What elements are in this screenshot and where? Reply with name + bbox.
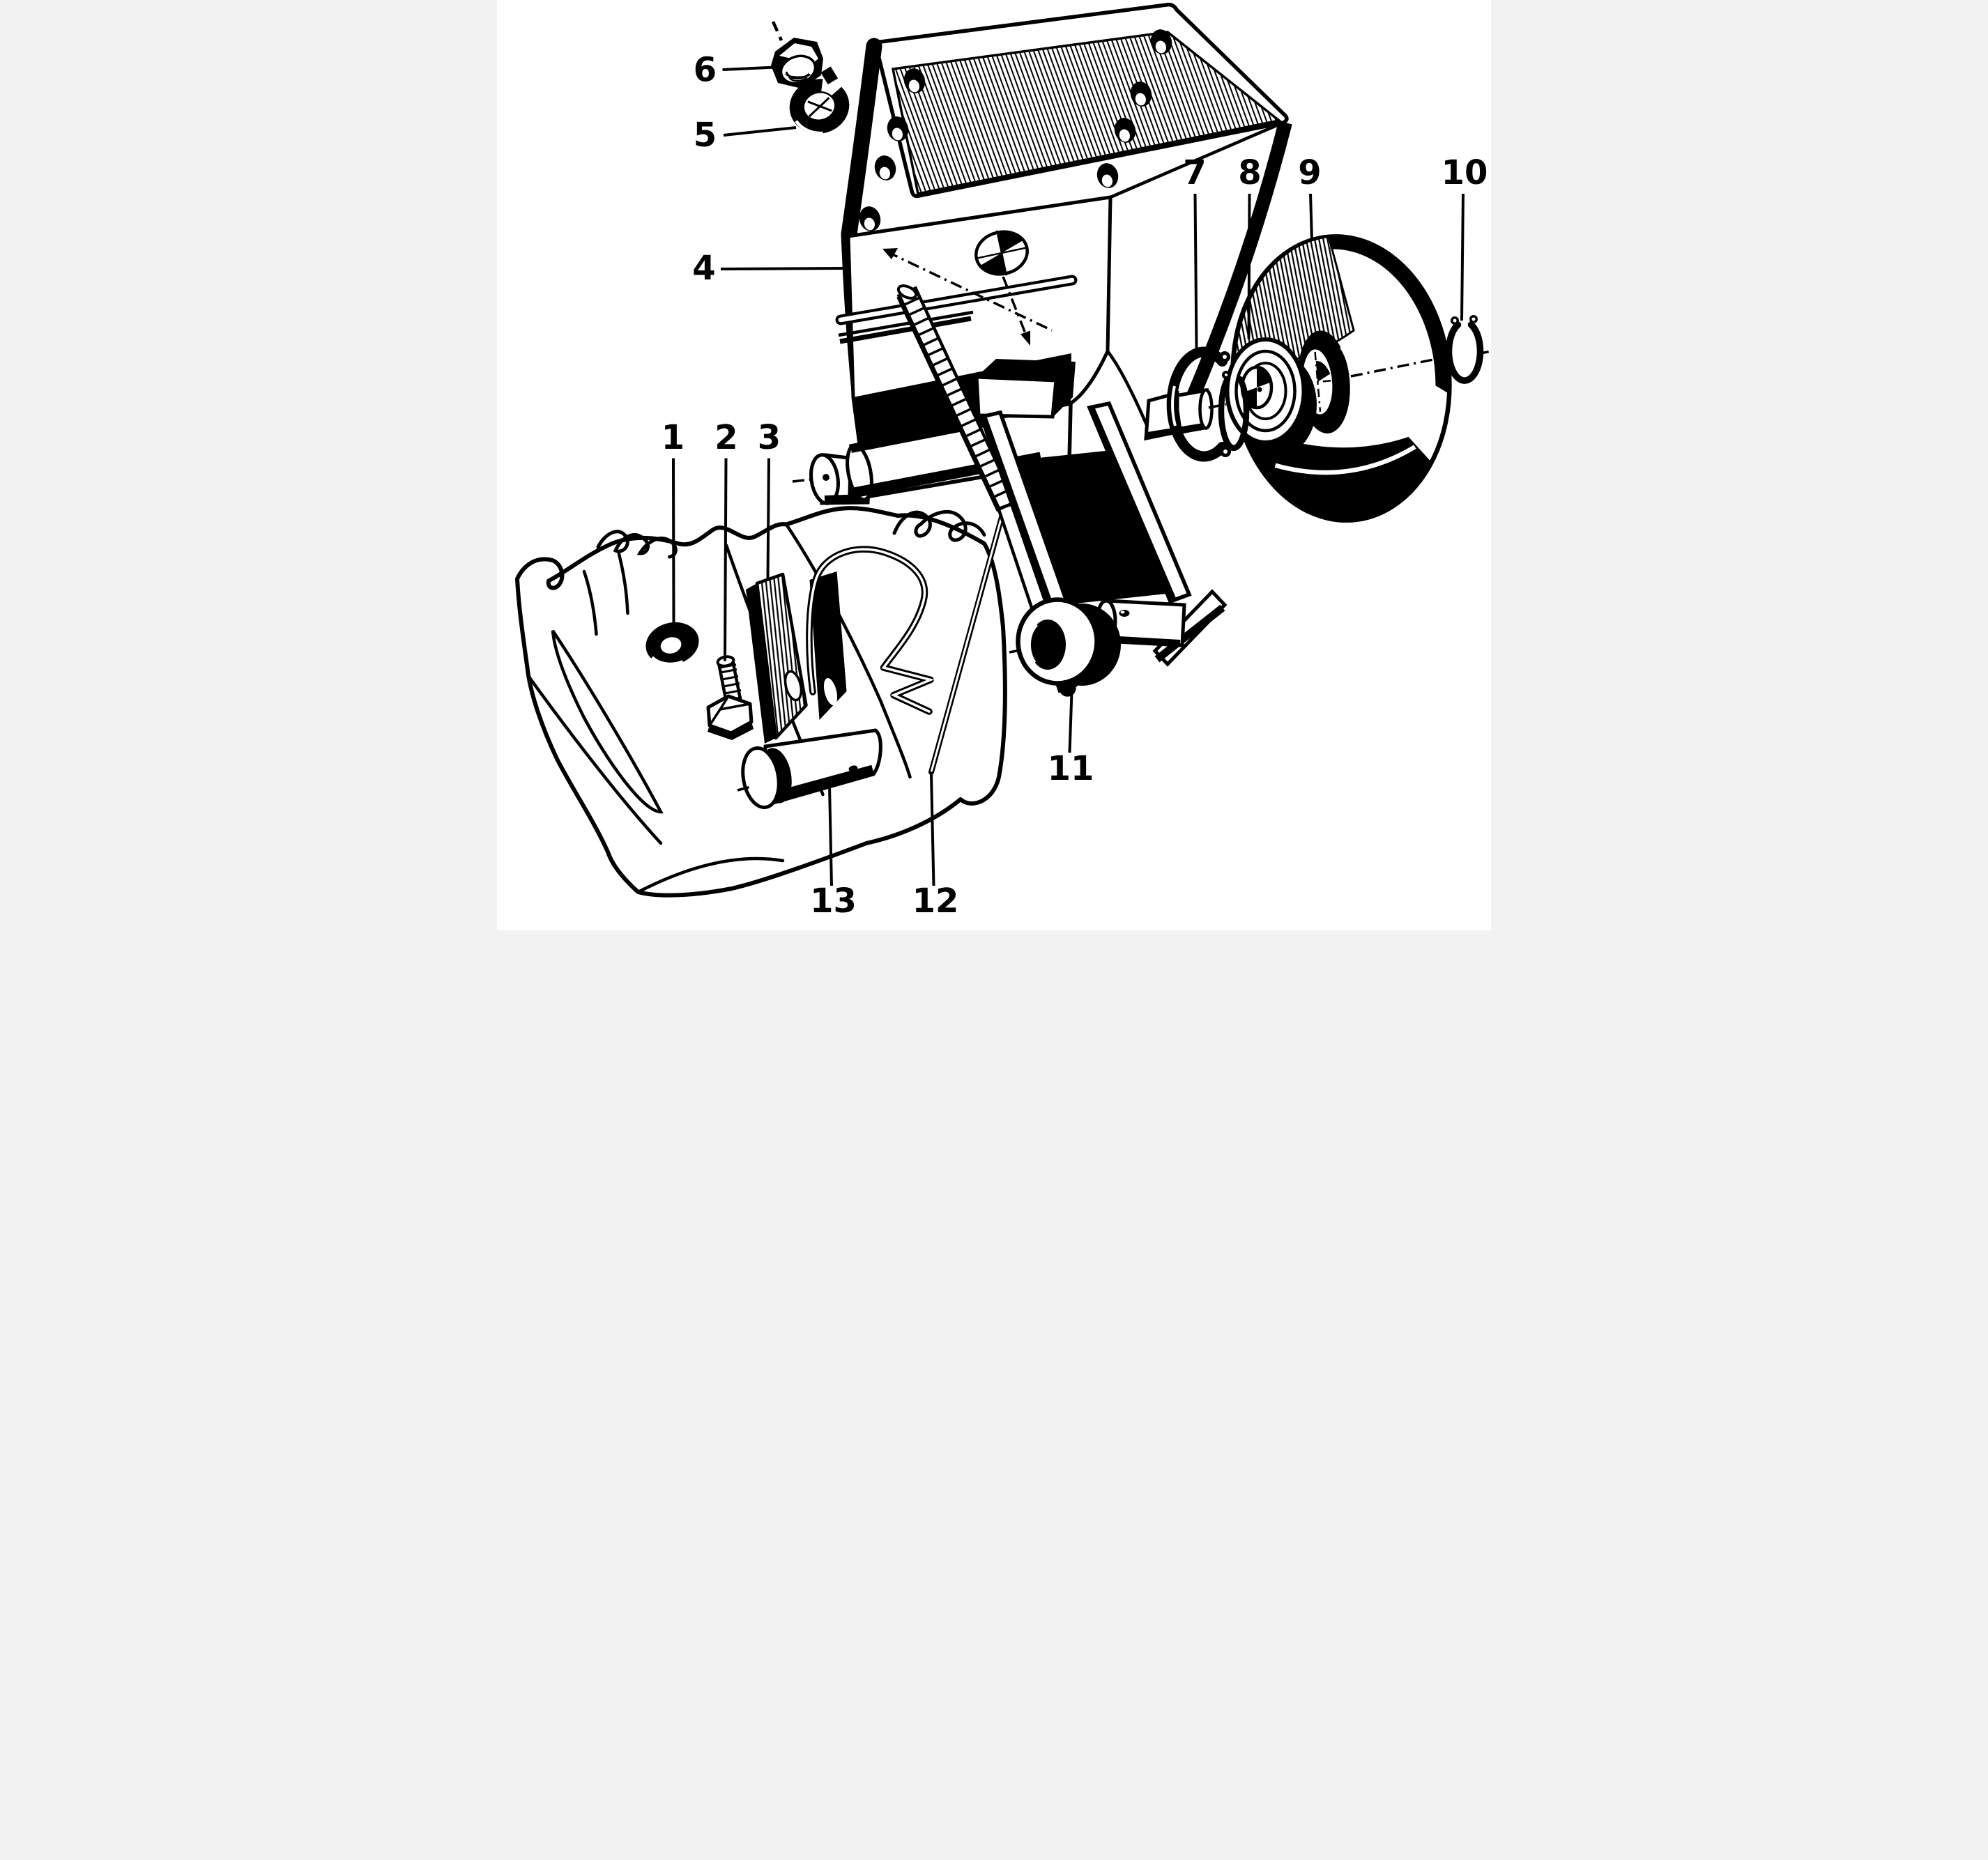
shim-front-side xyxy=(746,583,776,744)
callout-number-snap-ring: 10 xyxy=(1442,153,1488,192)
r-clip xyxy=(806,546,935,715)
drawstring-squiggle-left xyxy=(596,530,678,559)
callout-leader-bushing xyxy=(1068,682,1073,753)
axis-centerline xyxy=(1208,357,1441,409)
callout-number-bushing: 11 xyxy=(1048,749,1094,788)
bag-fold-line xyxy=(784,523,912,779)
clevis-pin-part-13 xyxy=(737,728,882,810)
retaining-ring-part-8 xyxy=(1218,371,1250,452)
callout-leader-retaining-ring xyxy=(1247,193,1251,339)
lever-bar-right xyxy=(1087,401,1192,604)
callout-leader-mounting-bracket xyxy=(720,267,845,270)
callout-number-booster-shell: 9 xyxy=(1298,153,1321,192)
callout-leader-hex-bolt xyxy=(724,458,728,661)
bracket-top-plate xyxy=(859,2,1289,231)
callout-number-clevis-pin: 13 xyxy=(810,882,857,921)
flat-washer-part-1 xyxy=(645,622,699,667)
circlip-part-7 xyxy=(1166,346,1231,462)
bushing-part-11 xyxy=(1009,597,1121,686)
callout-number-flat-washer: 1 xyxy=(662,418,685,457)
booster-rim-crescent xyxy=(1329,236,1450,394)
callout-leader-hex-nut xyxy=(722,66,776,71)
snap-ring-part-10 xyxy=(1437,315,1491,384)
callout-leader-lock-washer xyxy=(723,126,797,137)
callout-number-circlip: 7 xyxy=(1183,153,1206,192)
callout-number-hex-bolt: 2 xyxy=(714,418,737,457)
callout-number-hex-nut: 6 xyxy=(694,51,717,90)
callout-leader-circlip xyxy=(1193,193,1198,350)
callout-leader-shim-plates xyxy=(766,458,770,580)
drawstring-squiggle-right xyxy=(892,510,986,542)
lock-washer-part-5 xyxy=(789,66,850,135)
centerline-arrowhead xyxy=(882,248,898,259)
callout-leader-push-rod xyxy=(930,774,935,886)
callout-number-mounting-bracket: 4 xyxy=(692,249,715,288)
mounting-bracket-part-4 xyxy=(835,2,1292,447)
pedal-lever xyxy=(974,359,1228,667)
callout-number-lock-washer: 5 xyxy=(694,116,717,155)
callout-leader-snap-ring xyxy=(1460,193,1465,321)
plate-holes xyxy=(859,29,1172,231)
callout-leader-flat-washer xyxy=(672,458,675,625)
callout-number-retaining-ring: 8 xyxy=(1238,153,1261,192)
callout-leader-clevis-pin xyxy=(828,785,833,886)
callout-number-shim-plates: 3 xyxy=(758,418,781,457)
bracket-pivot-hole xyxy=(974,230,1029,276)
bag-crease xyxy=(551,629,664,814)
centerline-arrowhead xyxy=(1020,330,1030,346)
callout-number-push-rod: 12 xyxy=(912,882,959,921)
lever-clevis-top xyxy=(977,359,1076,381)
hex-bolt-part-2 xyxy=(706,655,754,740)
shim-back-plate xyxy=(809,571,847,720)
shim-plates-part-3 xyxy=(746,571,847,744)
callout-leader-booster-shell xyxy=(1309,193,1313,241)
hex-nut-part-6 xyxy=(771,21,823,89)
